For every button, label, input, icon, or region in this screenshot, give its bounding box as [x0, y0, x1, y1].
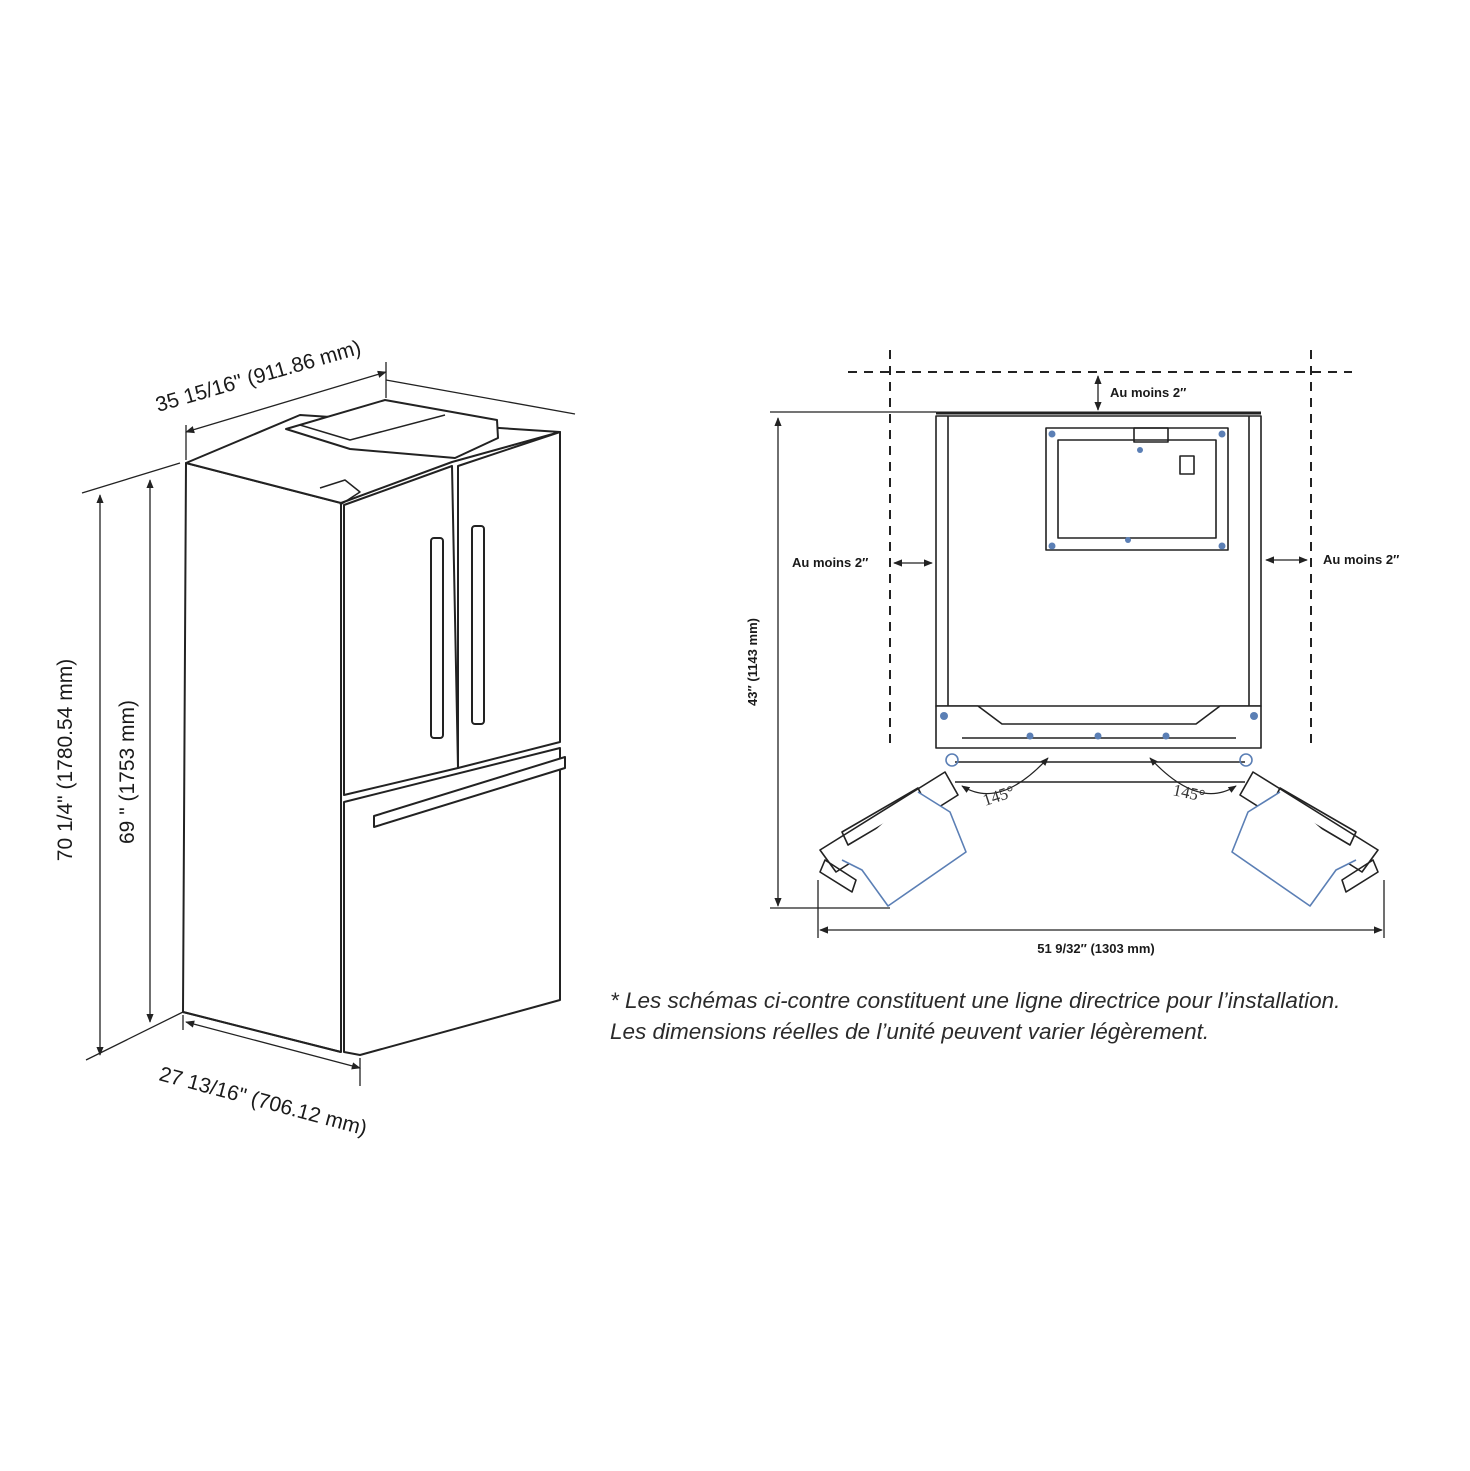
fridge-dimension-lines	[81, 362, 576, 1086]
fridge-width-label: 35 15/16" (911.86 mm)	[153, 336, 364, 417]
open-depth-label: 43″ (1143 mm)	[745, 618, 760, 706]
open-width-label: 51 9/32″ (1303 mm)	[1037, 941, 1155, 956]
note-line-1: * Les schémas ci-contre constituent une …	[610, 988, 1341, 1013]
left-door-handle	[430, 537, 444, 739]
installation-note: * Les schémas ci-contre constituent une …	[610, 985, 1460, 1047]
left-door-angle-label: 145°	[980, 782, 1017, 810]
right-open-door	[1231, 771, 1379, 907]
front-hinge-rail	[935, 705, 1262, 749]
right-door-handle	[471, 525, 485, 725]
clearance-top-label: Au moins 2″	[1110, 385, 1186, 400]
fridge-top-view	[819, 411, 1379, 907]
clearance-right-label: Au moins 2″	[1323, 552, 1399, 567]
clearance-guides	[848, 350, 1352, 748]
fridge-cabinet-height-label: 69 " (1753 mm)	[116, 700, 139, 844]
fridge-total-height-label: 70 1/4" (1780.54 mm)	[54, 659, 77, 861]
right-angle-arc	[1149, 757, 1237, 795]
fridge-depth-label: 27 13/16" (706.12 mm)	[157, 1063, 370, 1141]
rear-compressor-plate	[1045, 427, 1229, 551]
right-door-angle-label: 145°	[1171, 780, 1207, 805]
note-line-2: Les dimensions réelles de l’unité peuven…	[610, 1019, 1210, 1044]
left-angle-arc	[961, 757, 1049, 795]
clearance-arrows	[770, 375, 1385, 938]
fridge-isometric-view	[182, 399, 566, 1056]
clearance-left-label: Au moins 2″	[792, 555, 868, 570]
freezer-handle	[373, 756, 566, 828]
fridge-freezer-drawer	[343, 747, 561, 1056]
left-open-door	[819, 771, 967, 907]
fridge-side-panel	[182, 462, 342, 1053]
